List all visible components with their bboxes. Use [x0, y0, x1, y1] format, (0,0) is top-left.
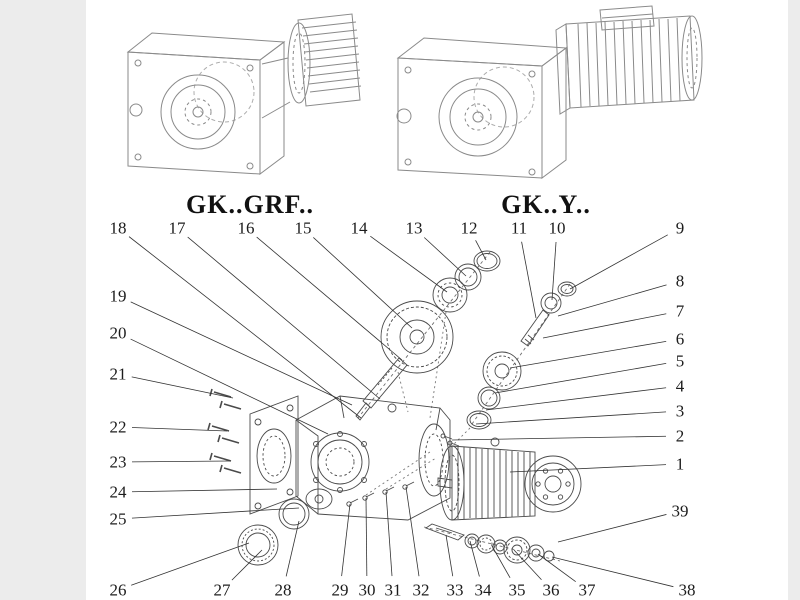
exploded-flange-screws	[207, 388, 242, 474]
part-number-28: 28	[274, 580, 292, 600]
leader-line-12	[475, 240, 487, 261]
leader-line-9	[569, 234, 668, 290]
part-number-10: 10	[548, 218, 566, 238]
gearbox-drawing-grf	[126, 13, 362, 175]
leader-line-15	[313, 237, 413, 329]
part-number-15: 15	[294, 218, 312, 238]
leader-line-22	[131, 427, 228, 432]
part-number-21: 21	[109, 364, 127, 384]
leader-line-24	[131, 488, 278, 493]
leader-line-28	[285, 520, 300, 577]
part-number-7: 7	[675, 301, 685, 321]
leader-line-1	[509, 464, 667, 473]
leader-line-31	[385, 491, 393, 577]
leader-line-38	[551, 556, 674, 588]
leader-line-33	[445, 534, 454, 577]
exploded-housing	[295, 395, 451, 521]
leader-line-7	[542, 313, 667, 339]
leader-line-6	[509, 340, 667, 369]
leader-line-39	[557, 514, 667, 543]
part-number-26: 26	[109, 580, 127, 600]
leader-line-35	[491, 545, 511, 579]
part-number-36: 36	[542, 580, 560, 600]
part-number-1: 1	[675, 454, 685, 474]
leader-line-36	[513, 549, 542, 580]
part-number-25: 25	[109, 509, 127, 529]
exploded-output-shaft-parts	[423, 523, 561, 564]
part-number-9: 9	[675, 218, 685, 238]
exploded-covers	[237, 488, 333, 566]
leader-line-25	[131, 507, 300, 519]
part-number-38: 38	[678, 580, 696, 600]
part-number-37: 37	[578, 580, 596, 600]
part-number-39: 39	[671, 501, 689, 521]
part-number-20: 20	[109, 323, 127, 343]
leader-line-2	[451, 435, 667, 441]
leader-line-17	[187, 236, 381, 400]
part-number-24: 24	[109, 482, 127, 502]
part-number-2: 2	[675, 426, 685, 446]
part-number-18: 18	[109, 218, 127, 238]
part-number-17: 17	[168, 218, 186, 238]
model-label-gk-grf: GK..GRF..	[186, 190, 314, 219]
leader-line-3	[475, 411, 667, 425]
leader-lines	[128, 234, 674, 588]
leader-line-29	[341, 503, 351, 577]
leader-line-27	[231, 549, 263, 581]
part-number-14: 14	[350, 218, 368, 238]
part-number-3: 3	[675, 401, 685, 421]
part-number-31: 31	[384, 580, 402, 600]
part-number-30: 30	[358, 580, 376, 600]
part-number-19: 19	[109, 286, 127, 306]
leader-line-11	[521, 241, 537, 319]
part-number-32: 32	[412, 580, 430, 600]
part-number-16: 16	[237, 218, 255, 238]
leader-line-5	[494, 362, 667, 394]
leader-line-18	[128, 236, 362, 419]
part-number-34: 34	[474, 580, 492, 600]
leader-line-21	[131, 376, 234, 399]
leader-line-19	[130, 301, 353, 406]
exploded-small-bolts	[346, 433, 460, 507]
leader-line-37	[537, 553, 576, 583]
leader-line-20	[130, 338, 329, 435]
exploded-motor	[437, 437, 582, 521]
part-number-12: 12	[460, 218, 478, 238]
exploded-input-gear-assembly	[355, 250, 501, 421]
model-label-gk-y: GK..Y..	[501, 190, 591, 219]
leader-line-32	[405, 486, 420, 577]
part-number-33: 33	[446, 580, 464, 600]
part-number-6: 6	[675, 329, 685, 349]
leader-line-10	[551, 241, 557, 301]
exploded-pinion-assembly	[466, 281, 577, 430]
leader-line-30	[365, 497, 368, 577]
leader-line-14	[370, 235, 448, 293]
part-number-4: 4	[675, 376, 685, 396]
part-number-27: 27	[213, 580, 231, 600]
part-number-35: 35	[508, 580, 526, 600]
leader-line-34	[469, 540, 480, 577]
leader-line-23	[131, 460, 231, 463]
part-number-22: 22	[109, 417, 127, 437]
leader-line-8	[557, 284, 667, 317]
part-number-8: 8	[675, 271, 685, 291]
leader-line-16	[256, 236, 403, 361]
part-number-13: 13	[405, 218, 423, 238]
gearbox-drawing-y	[396, 5, 703, 179]
leader-line-4	[485, 387, 667, 411]
part-number-29: 29	[331, 580, 349, 600]
leader-line-13	[424, 237, 467, 277]
exploded-construction-lines	[365, 311, 471, 496]
part-number-23: 23	[109, 452, 127, 472]
exploded-flange-plate	[249, 395, 299, 515]
part-number-11: 11	[510, 218, 528, 238]
leader-line-26	[131, 542, 250, 586]
part-number-5: 5	[675, 351, 685, 371]
